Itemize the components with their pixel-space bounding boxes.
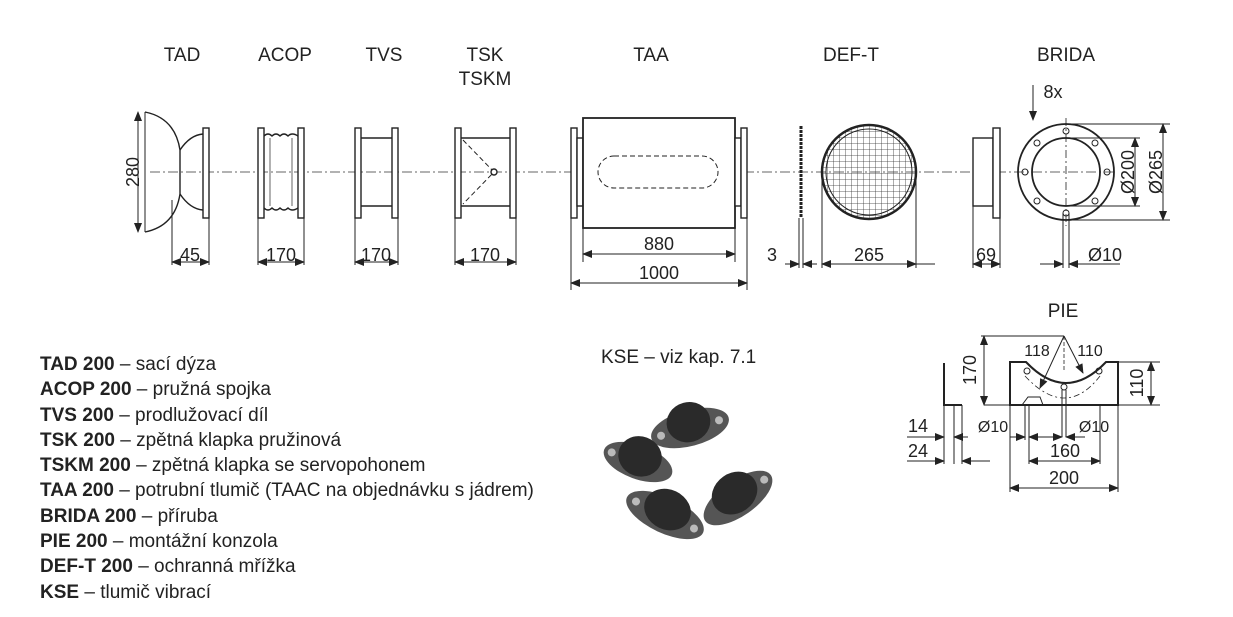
legend-desc: – prodlužovací díl (113, 404, 269, 426)
header-acop: ACOP (258, 45, 312, 66)
legend-item: ACOP 200 – pružná spojka (40, 377, 534, 402)
dim-pie-170: 170 (960, 355, 980, 385)
legend-code: ACOP 200 (40, 379, 132, 401)
header-tad: TAD (164, 45, 201, 66)
header-pie: PIE (1048, 301, 1079, 322)
legend-desc: – sací dýza (114, 354, 217, 375)
legend-code: DEF-T 200 (40, 556, 133, 578)
legend-desc: – zpětná klapka se servopohonem (130, 455, 426, 477)
dim-pie-110-height: 110 (1127, 369, 1147, 398)
header-deft: DEF-T (823, 45, 879, 66)
dim-tsk-length: 170 (470, 245, 500, 265)
dim-taa-total: 1000 (639, 263, 679, 283)
legend-item: TSK 200 – zpětná klapka pružinová (40, 428, 534, 453)
dim-acop-length: 170 (266, 245, 296, 265)
legend-desc: – ochranná mřížka (132, 556, 296, 578)
tvs-extension (354, 127, 399, 219)
legend-desc: – montážní konzola (107, 531, 278, 553)
legend-desc: – zpětná klapka pružinová (114, 429, 342, 451)
legend-item: TAD 200 – sací dýza (40, 352, 534, 377)
taa-silencer (570, 117, 748, 229)
legend-code: TSKM 200 (40, 455, 131, 477)
legend-code: TAA 200 (40, 480, 114, 502)
acop-connector (257, 127, 305, 219)
header-tvs: TVS (366, 45, 403, 66)
legend-item: TAA 200 – potrubní tlumič (TAAC na objed… (40, 478, 534, 503)
legend-item: PIE 200 – montážní konzola (40, 529, 534, 554)
legend-desc: – příruba (136, 505, 218, 527)
legend-code: TAD 200 (40, 354, 115, 375)
dim-brida-d265: Ø265 (1146, 150, 1166, 194)
legend-item: BRIDA 200 – příruba (40, 504, 534, 529)
legend-code: TVS 200 (40, 404, 114, 426)
dim-pie-24: 24 (908, 441, 928, 461)
dim-deft-diameter: 265 (854, 245, 884, 265)
legend-desc: – pružná spojka (131, 379, 271, 401)
legend-desc: – potrubní tlumič (TAAC na objednávku s … (113, 480, 534, 502)
tsk-check-valve (454, 127, 517, 219)
dim-pie-200: 200 (1049, 468, 1079, 488)
legend-item: KSE – tlumič vibrací (40, 580, 534, 605)
legend-code: BRIDA 200 (40, 505, 137, 527)
dim-pie-hole-left: Ø10 (978, 419, 1008, 436)
legend-code: PIE 200 (40, 531, 108, 553)
dim-brida-d200: Ø200 (1118, 150, 1138, 194)
header-tsk: TSK (467, 45, 504, 66)
kse-dampers-image (603, 402, 773, 540)
tad-nozzle (144, 111, 210, 233)
legend-desc: – tlumič vibrací (79, 581, 212, 603)
dim-pie-160: 160 (1050, 441, 1080, 461)
legend: TAD 200 – sací dýza ACOP 200 – pružná sp… (40, 352, 534, 605)
dim-tad-length: 45 (180, 245, 200, 265)
legend-item: TVS 200 – prodlužovací díl (40, 403, 534, 428)
kse-caption: KSE – viz kap. 7.1 (601, 347, 757, 368)
dim-taa-inner: 880 (644, 234, 674, 254)
dim-pie-hole-right: Ø10 (1079, 419, 1109, 436)
dim-brida-length: 69 (976, 245, 996, 265)
dim-brida-hole: Ø10 (1088, 245, 1122, 265)
header-tskm: TSKM (459, 69, 512, 90)
deft-grille (799, 123, 918, 221)
legend-item: DEF-T 200 – ochranná mřížka (40, 554, 534, 579)
legend-code: TSK 200 (40, 429, 115, 451)
legend-item: TSKM 200 – zpětná klapka se servopohonem (40, 453, 534, 478)
dim-pie-110-radius: 110 (1077, 343, 1103, 360)
header-taa: TAA (633, 45, 669, 66)
dim-pie-118: 118 (1024, 343, 1050, 360)
header-brida: BRIDA (1037, 45, 1095, 66)
dim-tad-height: 280 (123, 157, 143, 187)
dim-pie-14: 14 (908, 416, 928, 436)
dim-tvs-length: 170 (361, 245, 391, 265)
dim-deft-plate: 3 (767, 245, 777, 265)
dim-brida-holes: 8x (1043, 82, 1062, 102)
legend-code: KSE (40, 581, 80, 603)
